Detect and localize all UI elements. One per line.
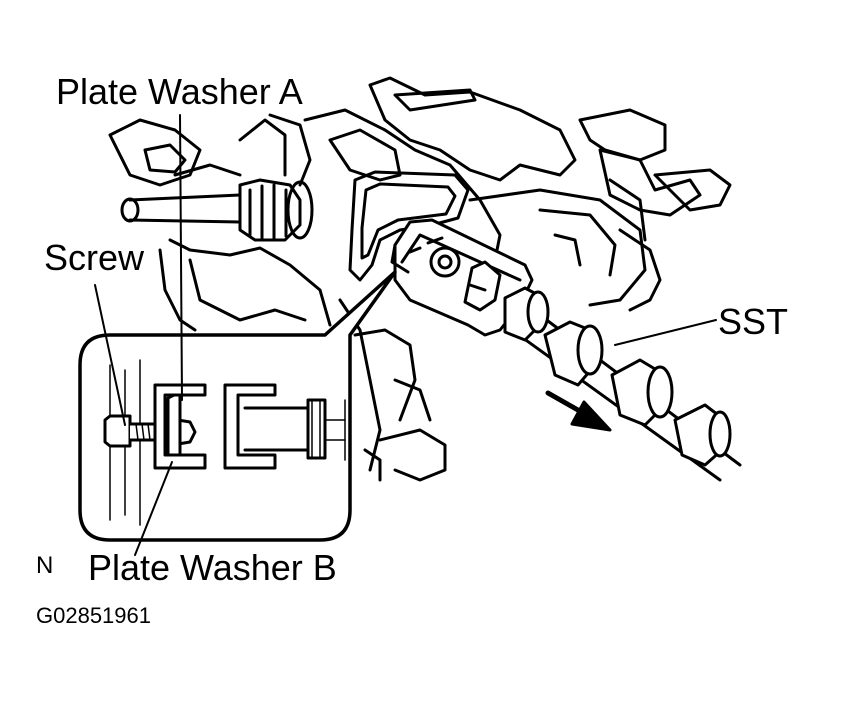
label-n: N xyxy=(36,552,54,579)
pull-direction-arrow xyxy=(545,390,612,432)
inset-callout xyxy=(78,270,397,542)
figure-code: G02851961 xyxy=(36,603,151,628)
screw-leader xyxy=(94,284,126,426)
label-plate-washer-a: Plate Washer A xyxy=(56,71,303,112)
label-sst: SST xyxy=(718,301,789,342)
plate-washer-a-leader xyxy=(179,114,183,401)
label-plate-washer-b: Plate Washer B xyxy=(88,547,337,588)
label-screw: Screw xyxy=(44,237,145,278)
sst-leader-line xyxy=(614,319,717,346)
leader-lines xyxy=(94,114,183,556)
plate-washer-b-leader xyxy=(134,461,173,556)
sst-tool xyxy=(390,218,742,482)
steering-column-body xyxy=(108,76,732,482)
